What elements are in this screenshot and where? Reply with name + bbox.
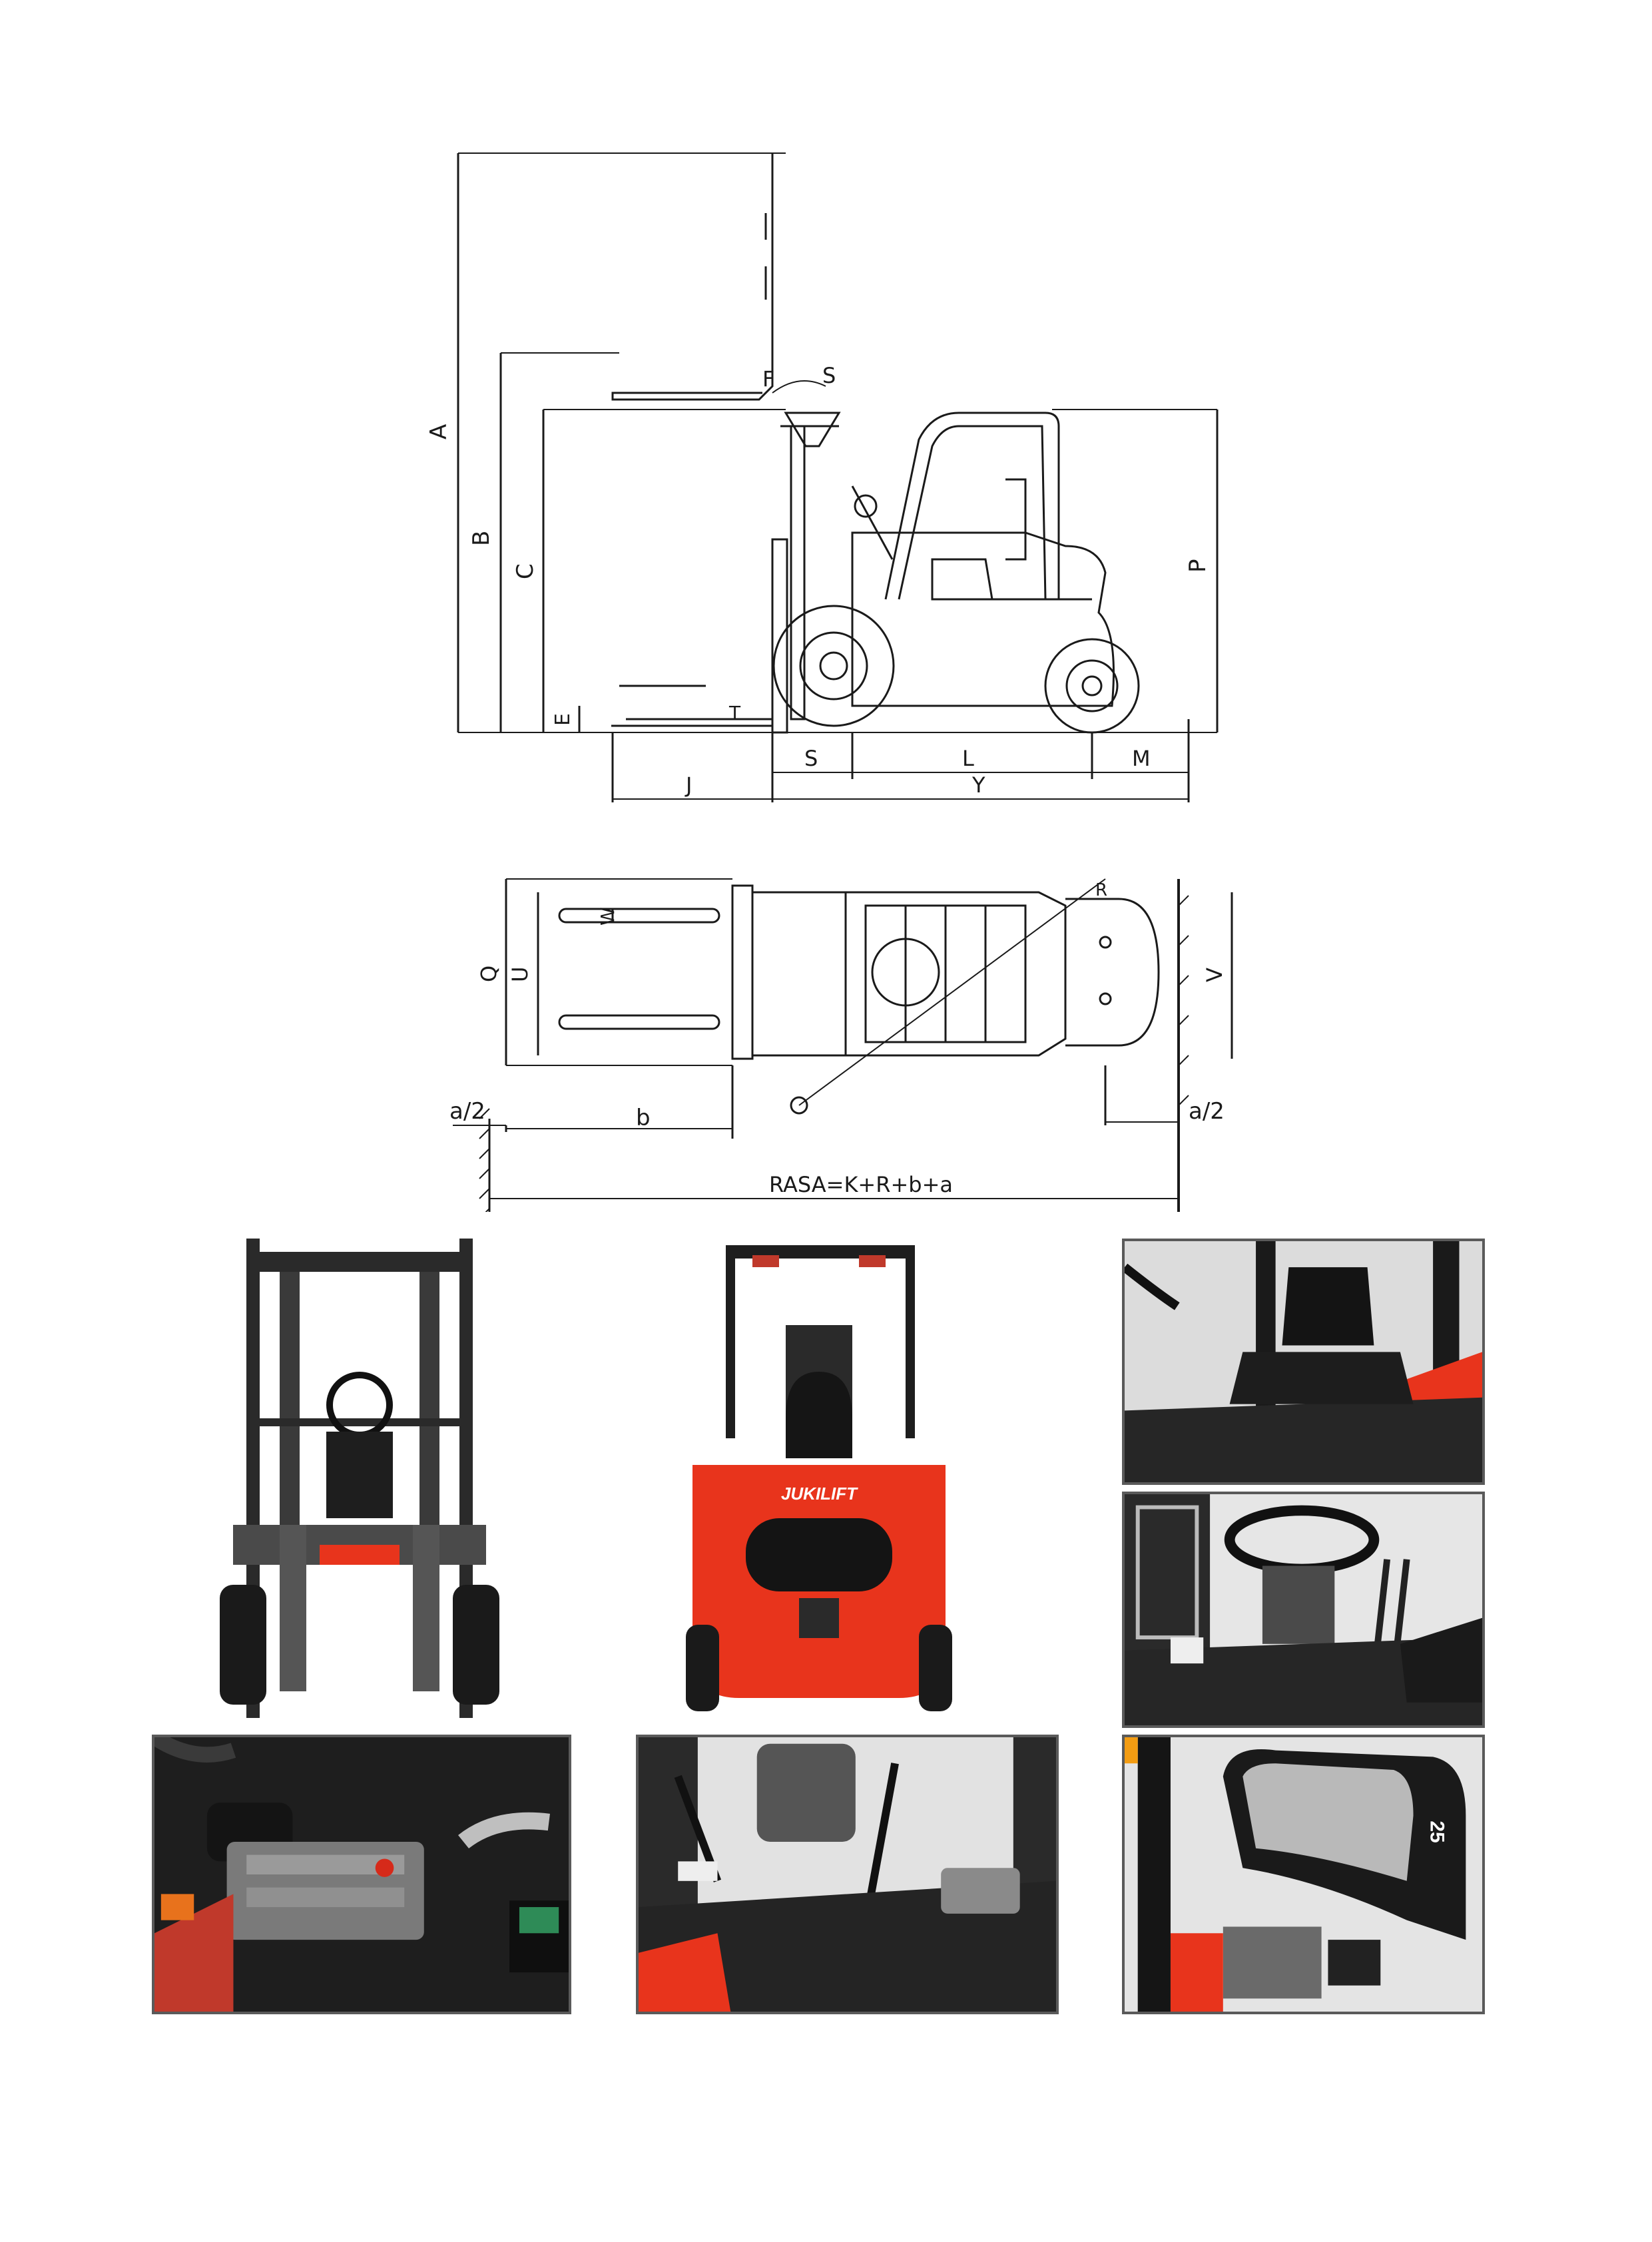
top-view-diagram: Q U W V R a/2 b a/2 RASA=K+R+b+a <box>449 878 1233 1212</box>
dim-label-J: J <box>685 772 692 798</box>
photo-engine <box>152 1735 571 2014</box>
dim-label-S-tilt: S <box>822 363 836 388</box>
photo-front-view <box>220 1239 499 1718</box>
dim-label-T: T <box>728 702 741 724</box>
dim-label-Y: Y <box>971 772 985 798</box>
dim-label-B: B <box>468 531 495 546</box>
photo-open-hood: 25 <box>1122 1735 1485 2014</box>
dim-label-a2-right: a/2 <box>1189 1098 1225 1125</box>
dim-label-b: b <box>636 1105 651 1131</box>
dim-label-S: S <box>804 746 818 771</box>
dim-label-rasa: RASA=K+R+b+a <box>769 1172 953 1197</box>
side-view-diagram: A B C E P F S T S L M J Y <box>426 152 1219 802</box>
dim-label-R: R <box>1095 880 1107 900</box>
brand-logo-text: JUKILIFT <box>780 1484 858 1504</box>
dim-label-M: M <box>1132 746 1151 771</box>
dim-label-C: C <box>512 563 539 579</box>
dim-label-P: P <box>1185 559 1211 573</box>
photo-seat <box>1122 1239 1485 1485</box>
dim-label-F: F <box>762 366 774 392</box>
dim-label-E: E <box>551 713 575 726</box>
photo-rear-view: JUKILIFT <box>686 1239 952 1718</box>
dim-label-U: U <box>507 967 533 982</box>
photo-controls <box>1122 1492 1485 1728</box>
dim-label-A: A <box>426 424 452 439</box>
dim-label-L: L <box>962 746 974 771</box>
dim-label-W: W <box>597 907 619 926</box>
photo-floor-pedals <box>636 1735 1059 2014</box>
dim-label-V: V <box>1202 968 1227 982</box>
hood-number-text: 25 <box>1426 1821 1448 1843</box>
dim-label-a2-left: a/2 <box>449 1098 485 1125</box>
dim-label-Q: Q <box>476 966 501 982</box>
